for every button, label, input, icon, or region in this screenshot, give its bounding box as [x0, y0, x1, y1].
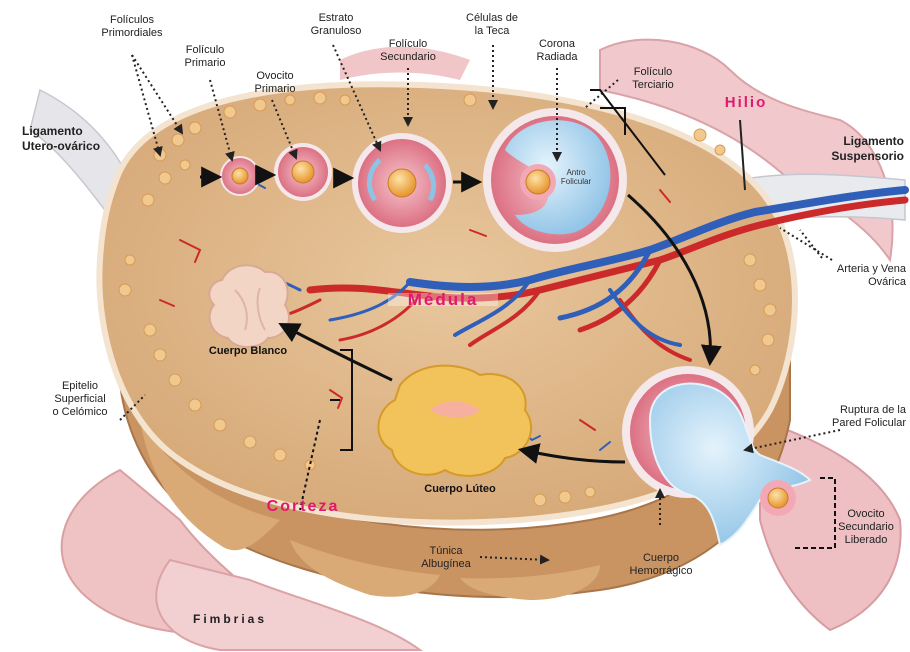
label-fimbriae: Fimbrias [180, 612, 280, 627]
label-corpus-albicans: Cuerpo Blanco [188, 345, 308, 358]
label-medulla: Médula [388, 293, 498, 306]
label-corpus-luteum: Cuerpo Lúteo [400, 483, 520, 496]
label-cortex: Corteza [248, 500, 358, 513]
label-hilum: Hilio [716, 96, 776, 109]
